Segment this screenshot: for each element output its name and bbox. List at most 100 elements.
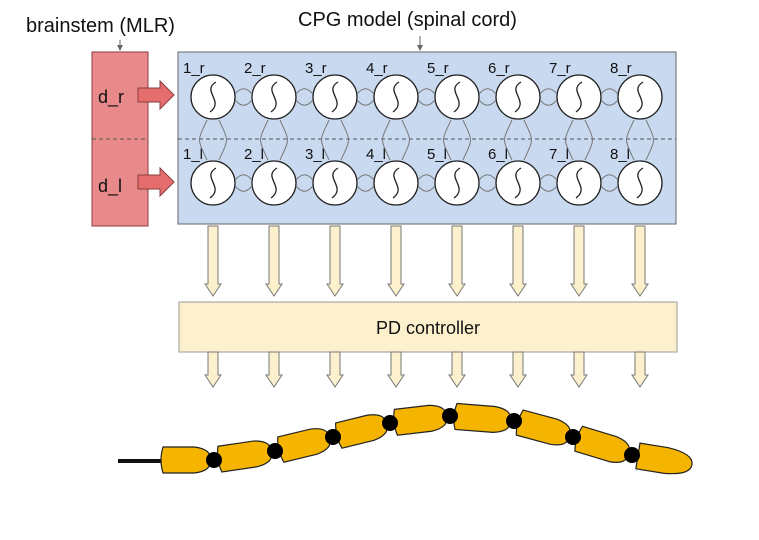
oscillator-wave (270, 81, 278, 113)
oscillator-right: 5_r (427, 60, 480, 120)
oscillator-right: 2_r (244, 60, 297, 120)
oscillator-left: 4_l (366, 146, 419, 206)
oscillator-wave (453, 81, 461, 113)
lr-coupling (382, 119, 391, 161)
neighbour-coupling (356, 99, 375, 106)
down-arrow (265, 225, 283, 297)
robot-segment (216, 440, 273, 473)
neighbour-coupling (600, 174, 619, 181)
pd-controller-label: PD controller (376, 318, 480, 338)
robot-segment (635, 442, 693, 475)
oscillator-label: 7_r (549, 60, 571, 77)
down-arrow (631, 225, 649, 297)
oscillator-label: 6_l (488, 146, 508, 163)
neighbour-coupling (600, 88, 619, 95)
oscillator-wave (209, 167, 217, 199)
snake-robot (118, 402, 693, 475)
neighbour-coupling (417, 88, 436, 95)
lr-coupling (523, 119, 532, 161)
oscillator-left: 8_l (610, 146, 663, 206)
down-arrow (326, 225, 344, 297)
brainstem-label: brainstem (MLR) (26, 15, 175, 37)
lr-coupling (199, 119, 208, 161)
oscillator-label: 8_r (610, 60, 632, 77)
robot-segment (335, 414, 388, 449)
oscillator-label: 7_l (549, 146, 569, 163)
oscillator-wave (331, 81, 339, 113)
oscillator-left: 1_l (183, 146, 236, 206)
oscillator-left: 3_l (305, 146, 358, 206)
robot-joint (565, 429, 581, 445)
robot-segment (453, 402, 511, 434)
neighbour-coupling (417, 99, 436, 106)
lr-coupling (504, 119, 513, 161)
neighbour-coupling (539, 174, 558, 181)
oscillator-label: 1_l (183, 146, 203, 163)
lr-coupling (462, 119, 471, 161)
oscillator-wave (575, 81, 583, 113)
cpg-title: CPG model (spinal cord) (298, 9, 517, 31)
oscillator-right: 7_r (549, 60, 602, 120)
down-arrow (326, 351, 344, 388)
down-arrow (509, 225, 527, 297)
pd-controller-block (178, 301, 678, 353)
oscillator-label: 5_r (427, 60, 449, 77)
neighbour-coupling (478, 99, 497, 106)
down-arrow (509, 351, 527, 388)
down-arrow (448, 225, 466, 297)
neighbour-coupling (478, 88, 497, 95)
drive-left-label: d_l (98, 176, 122, 197)
oscillator-layer: 1_r1_l2_r2_l3_r3_l4_r4_l5_r5_l6_r6_l7_r7… (183, 60, 663, 206)
oscillator-label: 4_r (366, 60, 388, 77)
oscillator-label: 1_r (183, 60, 205, 77)
down-arrow (265, 351, 283, 388)
controller-output-arrows (204, 351, 649, 388)
neighbour-coupling (356, 174, 375, 181)
oscillator-left: 5_l (427, 146, 480, 206)
neighbour-coupling (234, 88, 253, 95)
oscillator-wave (453, 167, 461, 199)
down-arrow (387, 351, 405, 388)
robot-joint (325, 429, 341, 445)
down-arrow (570, 351, 588, 388)
robot-segment (277, 428, 331, 463)
neighbour-coupling (295, 185, 314, 192)
down-arrow (204, 351, 222, 388)
cpg-block (177, 51, 677, 225)
neighbour-coupling (234, 185, 253, 192)
oscillator-left: 6_l (488, 146, 541, 206)
neighbour-coupling (539, 88, 558, 95)
lr-coupling (321, 119, 330, 161)
oscillator-wave (392, 81, 400, 113)
lr-coupling (401, 119, 410, 161)
oscillator-wave (514, 81, 522, 113)
robot-segment (574, 425, 630, 463)
oscillator-wave (514, 167, 522, 199)
oscillator-label: 6_r (488, 60, 510, 77)
oscillator-right: 8_r (610, 60, 663, 120)
lr-coupling (279, 119, 288, 161)
robot-joint (267, 443, 283, 459)
lr-coupling (260, 119, 269, 161)
oscillator-label: 3_l (305, 146, 325, 163)
oscillator-wave (636, 81, 644, 113)
drive-right-label: d_r (98, 87, 124, 108)
oscillator-wave (331, 167, 339, 199)
drive-left-arrow (137, 166, 175, 198)
down-arrow (448, 351, 466, 388)
oscillator-right: 1_r (183, 60, 236, 120)
neighbour-coupling (356, 185, 375, 192)
lr-coupling (626, 119, 635, 161)
robot-joint (506, 413, 522, 429)
neighbour-coupling (234, 99, 253, 106)
neighbour-coupling (600, 99, 619, 106)
oscillator-right: 3_r (305, 60, 358, 120)
robot-segment (515, 409, 571, 446)
robot-joint (624, 447, 640, 463)
robot-segment (160, 446, 211, 474)
neighbour-coupling (417, 185, 436, 192)
neighbour-coupling (539, 99, 558, 106)
oscillator-right: 4_r (366, 60, 419, 120)
neighbour-coupling (478, 174, 497, 181)
